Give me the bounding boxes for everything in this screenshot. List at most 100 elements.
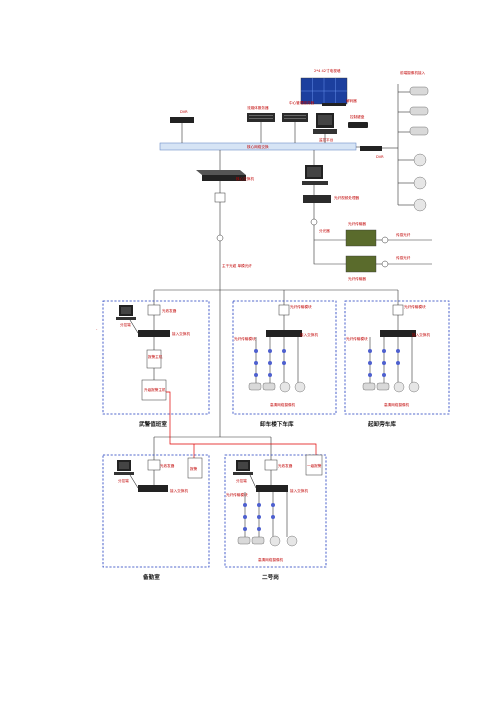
- access-switch-icon: [266, 330, 302, 337]
- dome-camera-icon: [398, 153, 427, 167]
- keyboard-unit: [348, 122, 368, 128]
- room1-workstation-label: 分控端: [120, 322, 131, 327]
- alarm-box: [187, 457, 203, 479]
- room2-switch-label: 接入交换机: [300, 332, 318, 337]
- dome-camera-icon: [286, 535, 298, 547]
- camera-access-label: 前端摄像机接入: [400, 70, 426, 75]
- room2-caption: 卸车楼下车库: [260, 420, 294, 428]
- room2-cams-label: 高清网络摄像机: [270, 402, 296, 407]
- room1-alarm-host-label: 报警主机: [148, 354, 163, 359]
- camera-icon: [262, 382, 276, 391]
- camera-icon: [398, 106, 429, 116]
- room4-optical-label: 光收发器: [160, 463, 175, 468]
- fiber-module-icon: [278, 304, 290, 316]
- room-起卸旁车库-frame: [344, 300, 450, 415]
- optical-transceiver-icon: [264, 459, 278, 471]
- room4-switch-label: 接入交换机: [170, 488, 188, 493]
- room3-switch-label: 接入交换机: [412, 332, 430, 337]
- fiber-relay-label: 光纤传输器: [348, 221, 366, 226]
- decoder-unit: [322, 103, 346, 106]
- camera-column: [382, 84, 429, 212]
- room-武警值班室-frame: [102, 300, 210, 415]
- dvr-right-unit: [360, 146, 382, 151]
- camera-icon: [398, 126, 429, 136]
- sensor1-label: 传感光纤: [396, 232, 411, 237]
- workstation-icon: [114, 460, 134, 475]
- dome-camera-icon: [398, 198, 427, 212]
- dome-camera-icon: [398, 176, 427, 190]
- room1-dash-mark: -: [96, 327, 98, 331]
- fiber-relay-box: [345, 255, 377, 273]
- access-switch-icon: [256, 485, 288, 492]
- tv-wall: [300, 77, 348, 105]
- room4-workstation-label: 分控端: [118, 478, 129, 483]
- core-switch: [196, 170, 246, 181]
- access-switch-icon: [138, 330, 170, 337]
- dome-camera-icon: [279, 381, 291, 393]
- storage-server-label: 流媒体服务器: [247, 105, 269, 110]
- monitor-platform-label: 监控平台: [319, 137, 334, 142]
- splitter-node: [310, 218, 318, 226]
- splitter-label: 分光器: [319, 228, 330, 233]
- monitor-workstation: [313, 113, 337, 134]
- room1-upgrade-host-label: 升级报警主机: [144, 387, 166, 392]
- core-switch-label: 核心交换机: [236, 176, 254, 181]
- mgmt-server-label: 中心管理服务器: [289, 100, 315, 105]
- room5-optical-label: 光收发器: [278, 463, 293, 468]
- room1-optical-label: 光收发器: [162, 308, 177, 313]
- room3-cam-chain: [368, 337, 413, 385]
- room5-cam-chain: [243, 492, 288, 537]
- room5-switch-label: 接入交换机: [290, 488, 308, 493]
- mgmt-server: [282, 113, 308, 122]
- camera-icon: [398, 86, 429, 96]
- optical-transceiver-icon: [147, 459, 161, 471]
- access-switch-icon: [138, 485, 168, 492]
- dvr-left-unit: [170, 117, 194, 123]
- fiber-processor-label: 光纤视频处理器: [334, 195, 360, 200]
- fiber-relay2-label: 光纤传输器: [348, 276, 366, 281]
- fiber-processor-workstation: [302, 165, 331, 203]
- camera-icon: [362, 382, 376, 391]
- room5-fiber-label: 光纤传输模块: [226, 492, 248, 497]
- workstation-icon: [116, 305, 136, 320]
- room-卸车楼下车库-frame: [232, 300, 337, 415]
- sensor-node: [381, 236, 389, 244]
- fiber-module-icon: [392, 304, 404, 316]
- room1-switch-label: 接入交换机: [172, 331, 190, 336]
- camera-icon: [376, 382, 390, 391]
- backbone-label: 核心网络交换: [247, 144, 269, 149]
- keyboard-label: 控制键盘: [350, 114, 365, 119]
- dvr-right-label: DVR: [376, 155, 384, 159]
- room2-fiber-top-label: 光纤传输模块: [290, 304, 312, 309]
- room3-fiber-top-label: 光纤传输模块: [404, 304, 426, 309]
- main-fiber-label: 主干光缆 单模光纤: [222, 263, 252, 268]
- dome-camera-icon: [294, 381, 306, 393]
- fiber-relay-box: [345, 229, 377, 247]
- decoder-label: 解码器: [346, 98, 357, 103]
- room2-fiber-label: 光纤传输模块: [234, 336, 256, 341]
- dvr-left-label: DVR: [180, 110, 188, 114]
- sensor2-label: 传感光纤: [396, 255, 411, 260]
- room-二号岗-frame: [224, 454, 327, 568]
- room3-caption: 起卸旁车库: [367, 420, 396, 428]
- camera-icon: [251, 536, 265, 545]
- alarm-box: [305, 454, 323, 476]
- room5-alarm-label: 一级报警: [307, 463, 322, 468]
- tv-wall-label: 2*4 42寸电视墙: [314, 68, 341, 73]
- camera-icon: [248, 382, 262, 391]
- dome-camera-icon: [408, 381, 420, 393]
- room-备勤室-frame: [102, 454, 210, 568]
- room5-cams-label: 高清网络摄像机: [258, 557, 284, 562]
- camera-icon: [237, 536, 251, 545]
- room5-caption: 二号岗: [262, 573, 279, 581]
- storage-server: [247, 113, 275, 122]
- alarm-host-box: [146, 349, 162, 369]
- backbone-bar: [159, 142, 357, 151]
- optical-transceiver-icon: [147, 304, 161, 316]
- dome-camera-icon: [269, 535, 281, 547]
- workstation-icon: [233, 460, 253, 475]
- fiber-converter-icon: [214, 192, 226, 203]
- room1-caption: 武警值班室: [139, 420, 167, 428]
- dome-camera-icon: [393, 381, 405, 393]
